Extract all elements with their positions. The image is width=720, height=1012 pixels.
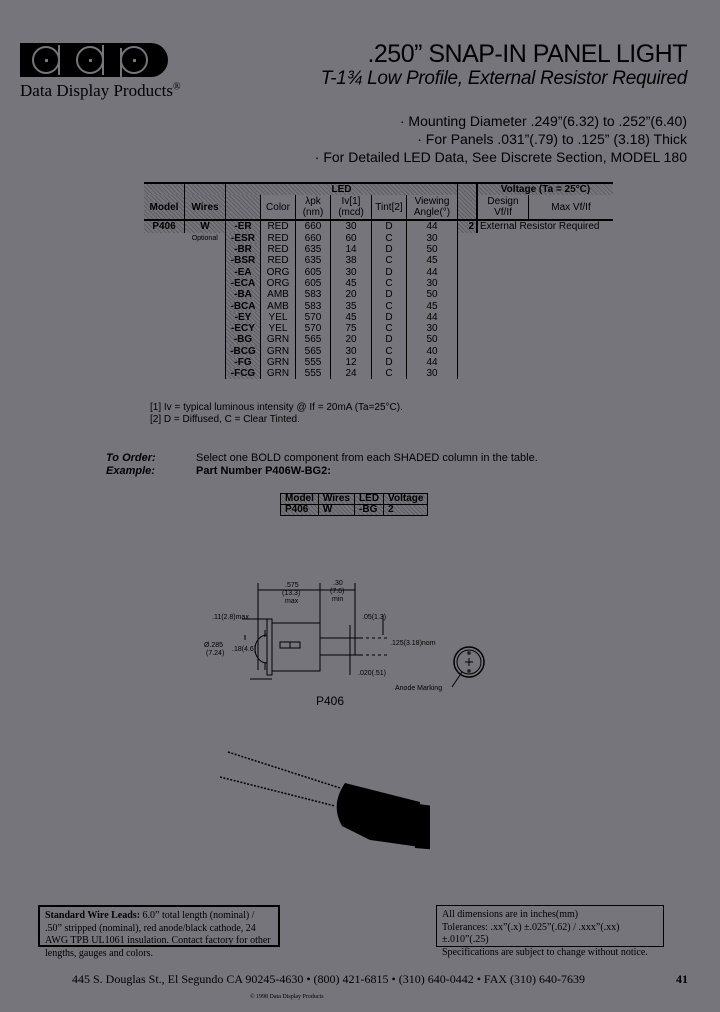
svg-text:max: max xyxy=(285,598,299,605)
voltage-header: Voltage (Ta = 25°C) xyxy=(476,183,613,196)
table-footnotes: [1] Iv = typical luminous intensity @ If… xyxy=(150,402,403,426)
svg-text:(7.24): (7.24) xyxy=(206,650,224,657)
dim-spacing: .125(3.18)nom xyxy=(390,640,436,647)
dim-lead-offset: .05(1.3) xyxy=(362,614,386,621)
table-row: Optional -ESR RED 660 60 C 30 xyxy=(144,232,613,244)
page-number: 41 xyxy=(676,972,688,986)
col-wires: Wires xyxy=(184,195,226,221)
product-photo xyxy=(220,751,430,850)
led-header: LED xyxy=(225,183,458,196)
example-text: Part Number P406W-BG2: xyxy=(196,465,331,477)
dim-flange: .11(2.8)max xyxy=(212,614,249,621)
page-title: .250” SNAP-IN PANEL LIGHT xyxy=(367,40,687,68)
col-angle: Viewing Angle(°) xyxy=(406,195,458,221)
page-subtitle: T-1¾ Low Profile, External Resistor Requ… xyxy=(320,68,688,89)
copyright: © 1998 Data Display Products xyxy=(250,994,324,1000)
dim-lens: .18(4.6) xyxy=(232,646,256,653)
logo-letter-d2 xyxy=(76,45,104,75)
ddp-logo xyxy=(20,43,168,82)
col-iv: Iv[1] (mcd) xyxy=(330,195,372,221)
drawing-label: P406 xyxy=(316,694,345,708)
to-order-label: To Order: xyxy=(106,452,156,464)
dimensions-box: All dimensions are in inches(mm) Toleran… xyxy=(436,905,664,958)
logo-letter-p xyxy=(120,46,148,82)
example-label: Example: xyxy=(106,465,155,477)
order-section: To Order: Select one BOLD component from … xyxy=(106,452,538,478)
footnote: [2] D = Diffused, C = Clear Tinted. xyxy=(150,414,300,425)
feature-list: · Mounting Diameter .249”(6.32) to .252”… xyxy=(315,112,687,166)
spec-table: LED Voltage (Ta = 25°C) Model Wires Colo… xyxy=(144,182,613,380)
anode-marking-label: Anode Marking xyxy=(395,685,442,692)
footnote: [1] Iv = typical luminous intensity @ If… xyxy=(150,402,403,413)
col-max: Max Vf/If xyxy=(551,201,591,213)
wire-leads-box: Standard Wire Leads: 6.0” total length (… xyxy=(38,905,280,959)
dim-diameter: Ø.285 xyxy=(204,642,223,649)
dim-lead-length: .30 xyxy=(333,580,343,587)
footer-address: 445 S. Douglas St., El Segundo CA 90245-… xyxy=(72,972,586,986)
feature-item: · For Panels .031”(.79) to .125” (3.18) … xyxy=(417,131,687,147)
svg-text:(7.6): (7.6) xyxy=(330,588,344,595)
svg-text:(13.3): (13.3) xyxy=(282,590,300,597)
feature-item: · Mounting Diameter .249”(6.32) to .252”… xyxy=(399,113,687,129)
dim-body-length: .575 xyxy=(285,582,299,589)
mechanical-drawing: .575 (13.3) max .30 (7.6) min .11(2.8)ma… xyxy=(204,580,485,692)
feature-item: · For Detailed LED Data, See Discrete Se… xyxy=(314,149,687,165)
table-row: P406 W -ER RED 660 30 D 44 2 External Re… xyxy=(144,220,613,233)
brand-name: Data Display Products® xyxy=(20,81,181,100)
logo-letter-d1 xyxy=(32,45,60,75)
col-model: Model xyxy=(144,195,185,221)
col-color: Color xyxy=(260,195,296,221)
col-lambda: λpk (nm) xyxy=(295,195,331,221)
example-part-table: Model Wires LED Voltage P406 W -BG 2 xyxy=(280,493,429,516)
col-design: Design Vf/If xyxy=(476,195,529,221)
col-tint: Tint[2] xyxy=(371,195,407,221)
dim-lead-dia: .020(.51) xyxy=(358,670,386,677)
svg-text:min: min xyxy=(332,596,343,603)
to-order-text: Select one BOLD component from each SHAD… xyxy=(196,452,538,464)
